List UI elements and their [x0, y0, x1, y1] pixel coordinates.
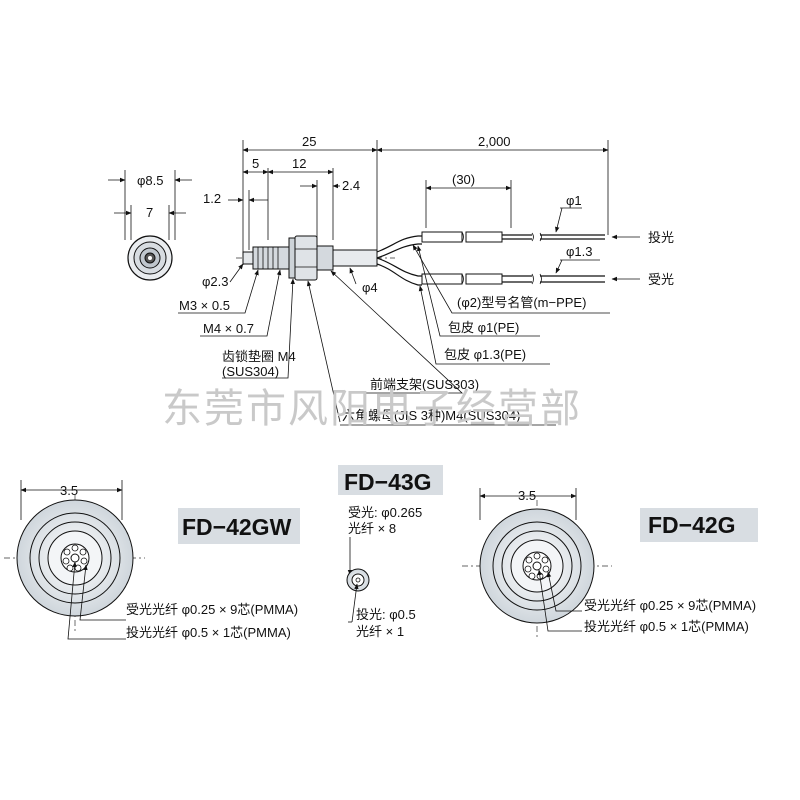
dim-phi1-3: φ1.3: [566, 244, 593, 259]
callout-m3: M3 × 0.5: [179, 298, 230, 313]
front-dia-outer: φ8.5: [137, 173, 164, 188]
watermark: 东莞市风阳电子经营部: [162, 386, 582, 432]
fd42gw-dim: 3.5: [60, 483, 78, 498]
callout-sheath13: 包皮 φ1.3(PE): [444, 347, 526, 362]
fd42g-receive: 受光光纤 φ0.25 × 9芯(PMMA): [584, 598, 756, 613]
side-view: 25 2,000 5 12 1.2 2.4: [178, 134, 674, 426]
fd42gw-model: FD−42GW: [182, 514, 292, 540]
callout-nut: 六角螺母(JIS 3种)M4(SUS304): [342, 408, 520, 423]
front-dia-inner: 7: [146, 205, 153, 220]
fd42g-model: FD−42G: [648, 512, 736, 538]
dim-5: 5: [252, 156, 259, 171]
fd42g-emit: 投光光纤 φ0.5 × 1芯(PMMA): [584, 619, 749, 634]
label-emit: 投光: [648, 230, 674, 245]
fd43g-emit-1: 投光: φ0.5: [356, 607, 416, 622]
fd42g-dim: 3.5: [518, 488, 536, 503]
dim-30: (30): [452, 172, 475, 187]
callout-m4: M4 × 0.7: [203, 321, 254, 336]
dim-25: 25: [302, 134, 316, 149]
fd43g-receive-2: 光纤 × 8: [348, 521, 396, 536]
label-receive: 受光: [648, 272, 674, 287]
callout-washer-2: (SUS304): [222, 364, 279, 379]
dim-phi4: φ4: [362, 280, 378, 295]
fd42gw-receive: 受光光纤 φ0.25 × 9芯(PMMA): [126, 602, 298, 617]
front-end-view: φ8.5 7: [108, 170, 192, 281]
dim-2-4: 2.4: [342, 178, 360, 193]
fd42gw-emit: 投光光纤 φ0.5 × 1芯(PMMA): [126, 625, 291, 640]
fd42g-view: 3.5 FD−42G 受光光纤 φ0.25 × 9芯(PMMA) 投光光纤 φ0…: [462, 488, 758, 640]
fd43g-model: FD−43G: [344, 469, 432, 495]
fd43g-view: FD−43G 受光: φ0.265 光纤 × 8 投光: φ0.5 光纤 × 1: [338, 465, 443, 639]
fd43g-emit-2: 光纤 × 1: [356, 624, 404, 639]
dim-12: 12: [292, 156, 306, 171]
fd42gw-view: 3.5 FD−42GW 受光光纤 φ0.25 × 9芯(PMMA) 投光光纤 φ…: [4, 480, 300, 640]
dim-1-2: 1.2: [203, 191, 221, 206]
callout-washer-1: 齿锁垫圈 M4: [222, 349, 296, 364]
dim-phi1: φ1: [566, 193, 582, 208]
callout-sheath1: 包皮 φ1(PE): [448, 320, 519, 335]
dim-phi2-3: φ2.3: [202, 274, 229, 289]
fd43g-receive-1: 受光: φ0.265: [348, 505, 422, 520]
callout-tube: (φ2)型号名管(m−PPE): [457, 295, 586, 310]
dim-2000: 2,000: [478, 134, 511, 149]
callout-bracket: 前端支架(SUS303): [370, 377, 479, 392]
